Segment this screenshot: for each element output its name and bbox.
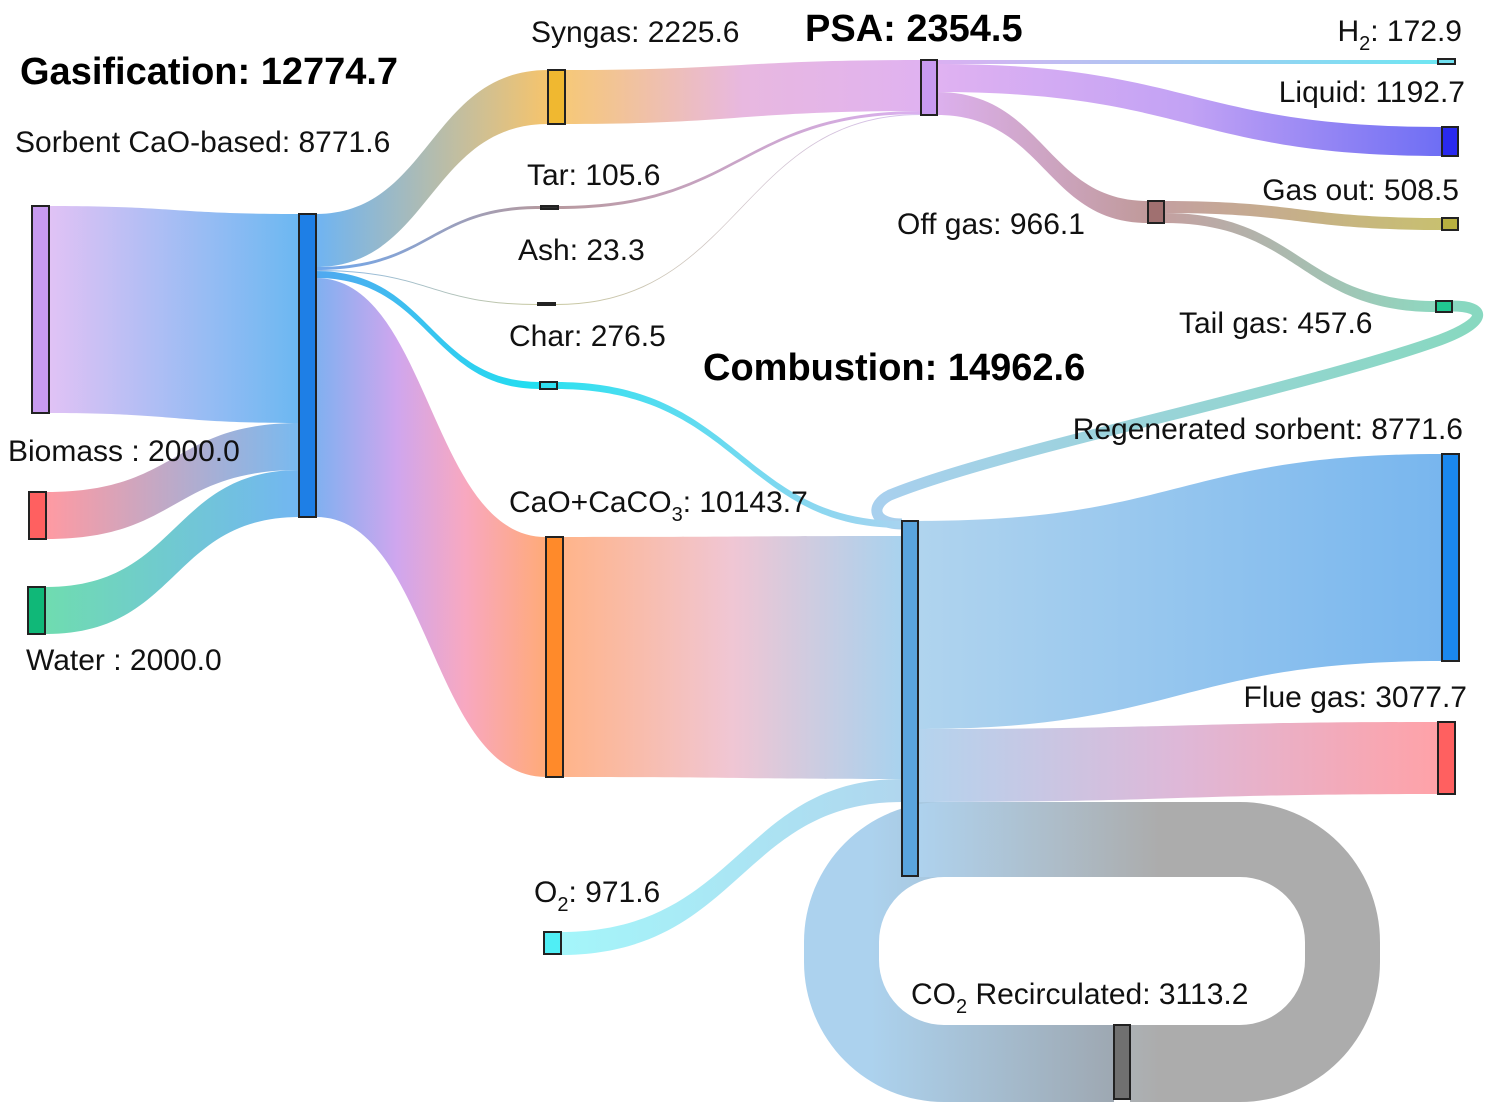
label-biomass: Biomass : 2000.0 <box>8 435 240 468</box>
label-offgas: Off gas: 966.1 <box>897 208 1085 241</box>
node-ash <box>537 302 556 306</box>
node-liquid <box>1441 126 1459 157</box>
link-layer <box>46 60 1483 1102</box>
node-co2 <box>1113 1024 1131 1100</box>
node-flue <box>1437 721 1456 795</box>
link-tailgas-combustion <box>871 300 1483 530</box>
label-regen: Regenerated sorbent: 8771.6 <box>1073 413 1463 446</box>
link-combustion-flue <box>918 722 1438 802</box>
node-water <box>27 586 46 635</box>
link-co2-combustion-in <box>804 802 1114 1102</box>
node-gasification <box>298 213 317 518</box>
link-gasification-tar <box>316 206 540 270</box>
node-char <box>539 381 558 390</box>
node-o2 <box>543 931 562 955</box>
node-biomass <box>28 491 47 540</box>
link-psa-liquid <box>937 64 1442 156</box>
label-liquid: Liquid: 1192.7 <box>1279 76 1465 109</box>
node-gasout <box>1441 217 1459 231</box>
link-psa-h2 <box>937 60 1438 64</box>
link-offgas-tailgas <box>1164 213 1436 312</box>
link-water-gasification <box>46 470 300 634</box>
link-biomass-gasification <box>46 423 300 539</box>
link-combustion-regen <box>918 454 1442 729</box>
node-tar <box>540 205 559 210</box>
label-ash: Ash: 23.3 <box>518 234 645 267</box>
node-syngas <box>547 69 566 125</box>
title-gasification: Gasification: 12774.7 <box>20 51 398 93</box>
link-gasification-syngas <box>316 70 548 267</box>
link-o2-combustion <box>560 779 902 955</box>
label-char: Char: 276.5 <box>509 320 666 353</box>
title-combustion: Combustion: 14962.6 <box>703 347 1085 389</box>
link-offgas-gasout <box>1164 201 1442 230</box>
link-tar-psa <box>558 111 921 209</box>
node-layer <box>27 58 1460 1100</box>
label-tailgas: Tail gas: 457.6 <box>1179 307 1372 340</box>
label-o2: O2: 971.6 <box>534 876 660 916</box>
link-gasification-char <box>316 271 540 389</box>
link-gasification-caco3 <box>316 278 546 777</box>
label-caco3: CaO+CaCO3: 10143.7 <box>509 486 808 526</box>
link-caco3-combustion <box>563 536 902 779</box>
link-sorbent-gasification <box>46 206 300 423</box>
node-combustion <box>901 520 919 877</box>
node-tailgas <box>1435 300 1453 313</box>
title-psa: PSA: 2354.5 <box>805 8 1023 50</box>
link-ash-psa <box>556 114 921 305</box>
label-sorbent: Sorbent CaO-based: 8771.6 <box>15 126 390 159</box>
label-h2: H2: 172.9 <box>1337 15 1462 55</box>
label-water: Water : 2000.0 <box>26 644 222 677</box>
node-sorbent <box>31 205 50 414</box>
link-psa-offgas <box>937 92 1148 223</box>
label-gasout: Gas out: 508.5 <box>1262 174 1459 207</box>
node-psa <box>920 59 938 116</box>
node-h2 <box>1437 58 1456 65</box>
link-combustion-co2-out <box>918 802 1380 1102</box>
label-syngas: Syngas: 2225.6 <box>531 16 740 49</box>
label-co2: CO2 Recirculated: 3113.2 <box>911 978 1248 1018</box>
link-syngas-psa <box>565 60 921 124</box>
node-regen <box>1441 453 1460 662</box>
node-caco3 <box>545 536 564 778</box>
node-offgas <box>1147 200 1165 224</box>
label-flue: Flue gas: 3077.7 <box>1244 681 1468 714</box>
label-tar: Tar: 105.6 <box>527 159 660 192</box>
